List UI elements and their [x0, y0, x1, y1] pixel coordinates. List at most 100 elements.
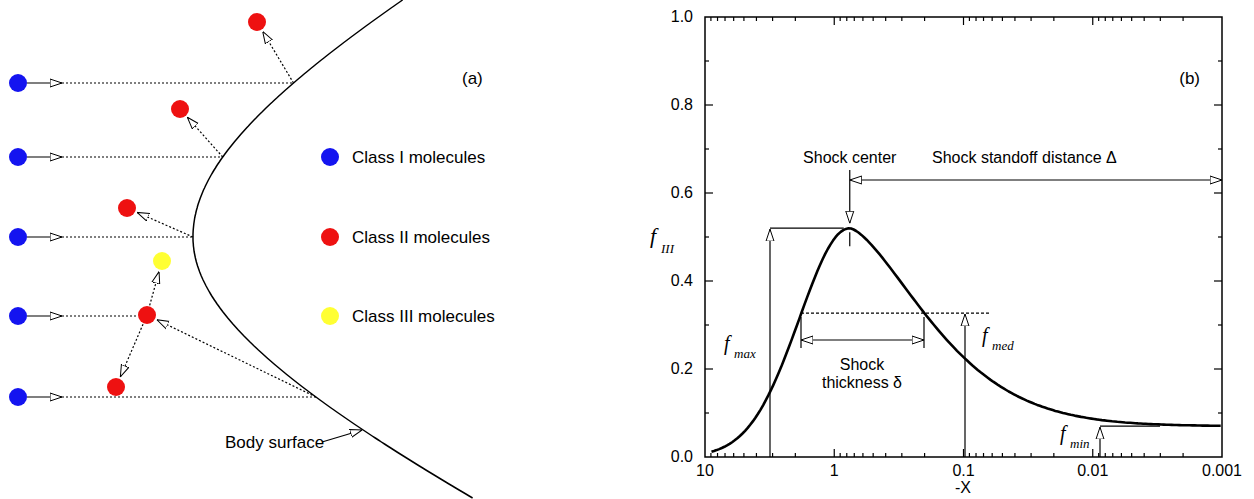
class-ii-molecule: [248, 13, 266, 31]
y-tick: [1214, 192, 1222, 193]
x-minor-tick: [1053, 17, 1054, 21]
y-tick: [705, 104, 713, 105]
y-tick-label: 0.0: [671, 449, 693, 465]
x-tick-label: 0.01: [1077, 463, 1108, 479]
leader-arrow: [322, 430, 362, 442]
x-minor-tick: [1182, 453, 1183, 457]
y-tick-label: 0.6: [671, 185, 693, 201]
x-minor-tick: [1112, 453, 1113, 457]
x-minor-tick: [885, 453, 886, 457]
x-minor-tick: [1121, 453, 1122, 457]
annotation-label: Shock standoff distance Δ: [932, 150, 1117, 166]
x-minor-tick: [1014, 453, 1015, 457]
x-minor-tick: [885, 17, 886, 21]
x-tick-label: 0.1: [952, 463, 974, 479]
fmax-arrow: [769, 229, 770, 457]
y-tick: [705, 280, 713, 281]
incoming-arrow: [27, 315, 62, 316]
fmax-level: [770, 228, 844, 229]
legend-swatch: [321, 148, 339, 166]
x-minor-tick: [873, 453, 874, 457]
y-axis-title: f: [650, 225, 656, 247]
y-tick: [1214, 280, 1222, 281]
x-minor-tick: [724, 17, 725, 21]
shock-center-tick: [849, 232, 850, 246]
legend-swatch: [321, 228, 339, 246]
class-i-molecule: [9, 228, 27, 246]
x-tick-label: 0.001: [1202, 463, 1242, 479]
x-axis-title: -X: [955, 480, 971, 496]
y-tick-label: 0.2: [671, 361, 693, 377]
x-minor-tick: [862, 17, 863, 21]
x-minor-tick: [1160, 453, 1161, 457]
x-tick: [834, 17, 835, 25]
y-tick: [705, 412, 709, 413]
x-minor-tick: [710, 453, 711, 457]
symbol-label: f: [724, 333, 730, 353]
x-minor-tick: [975, 453, 976, 457]
x-minor-tick: [743, 453, 744, 457]
x-minor-tick: [1160, 17, 1161, 21]
x-minor-tick: [1030, 17, 1031, 21]
x-minor-tick: [724, 453, 725, 457]
x-minor-tick: [756, 453, 757, 457]
x-minor-tick: [1105, 453, 1106, 457]
x-minor-tick: [854, 453, 855, 457]
thickness-arrow: [801, 339, 924, 340]
x-minor-tick: [733, 17, 734, 21]
x-minor-tick: [1144, 17, 1145, 21]
x-minor-tick: [901, 453, 902, 457]
panel-label: (a): [462, 70, 483, 87]
x-minor-tick: [1030, 453, 1031, 457]
y-tick: [1218, 148, 1222, 149]
x-minor-tick: [1112, 17, 1113, 21]
fmin-level: [1100, 426, 1160, 427]
x-minor-tick: [1014, 17, 1015, 21]
y-tick: [705, 148, 709, 149]
x-minor-tick: [1131, 453, 1132, 457]
symbol-subscript: max: [734, 347, 756, 360]
x-minor-tick: [795, 17, 796, 21]
y-tick: [1214, 368, 1222, 369]
fiii-curve: [712, 228, 1221, 451]
x-minor-tick: [901, 17, 902, 21]
x-minor-tick: [1002, 17, 1003, 21]
x-minor-tick: [840, 17, 841, 21]
annotation-label: Shock center: [803, 150, 896, 166]
class-iii-molecule: [153, 252, 171, 270]
x-minor-tick: [1144, 453, 1145, 457]
thickness-bound: [923, 317, 924, 348]
class-ii-molecule: [118, 199, 136, 217]
x-tick: [834, 449, 835, 457]
x-minor-tick: [846, 453, 847, 457]
x-minor-tick: [717, 17, 718, 21]
x-minor-tick: [1098, 17, 1099, 21]
standoff-arrow: [850, 179, 1222, 180]
x-minor-tick: [992, 453, 993, 457]
class-ii-molecule: [107, 378, 125, 396]
reflected-trajectory: [150, 272, 159, 306]
symbol-subscript: min: [1070, 437, 1090, 450]
x-minor-tick: [873, 17, 874, 21]
y-axis-subscript: III: [661, 242, 674, 255]
x-tick-label: 1: [830, 463, 839, 479]
reflected-trajectory: [120, 324, 143, 377]
shock-center-arrow: [849, 170, 850, 223]
x-minor-tick: [795, 453, 796, 457]
legend-swatch: [321, 307, 339, 325]
y-tick-label: 0.4: [671, 273, 693, 289]
x-minor-tick: [975, 17, 976, 21]
x-minor-tick: [756, 17, 757, 21]
y-tick-label: 0.8: [671, 97, 693, 113]
class-i-molecule: [9, 148, 27, 166]
y-tick: [1218, 60, 1222, 61]
x-minor-tick: [733, 453, 734, 457]
thickness-bound: [800, 317, 801, 348]
incoming-arrow: [27, 156, 62, 157]
y-tick: [705, 368, 713, 369]
callout-label: Body surface: [225, 434, 324, 451]
x-tick: [963, 449, 964, 457]
